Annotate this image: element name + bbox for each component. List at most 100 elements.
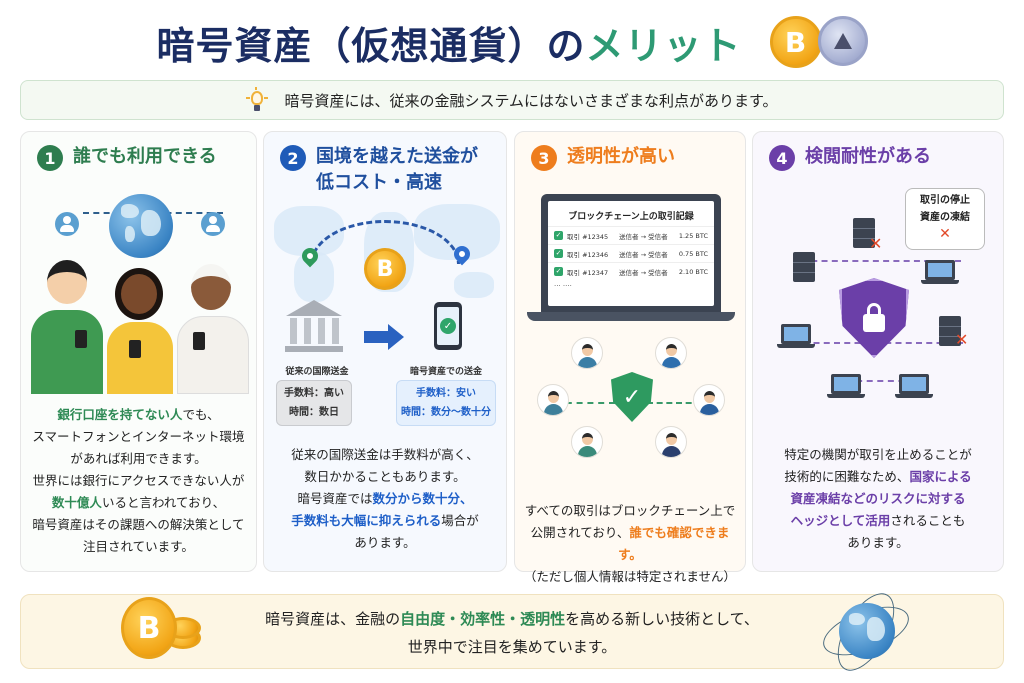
laptop-icon xyxy=(827,374,865,398)
number-badge: 1 xyxy=(37,145,63,171)
crypto-fee: 手数料：安い xyxy=(416,388,476,399)
card-description: 従来の国際送金は手数料が高く、 数日かかることもあります。 暗号資産では数分から… xyxy=(270,444,500,554)
network-link xyxy=(835,380,915,382)
bitcoin-symbol: B xyxy=(137,610,161,646)
text: （ただし個人情報は特定されません） xyxy=(523,569,737,584)
user-avatar-icon xyxy=(537,384,569,416)
number-badge: 3 xyxy=(531,145,557,171)
highlight: 数分から数十分、 xyxy=(372,491,473,506)
server-icon xyxy=(853,218,875,248)
network-link xyxy=(801,260,961,262)
traditional-cost-box: 手数料：高い 時間：数日 xyxy=(276,380,352,426)
laptop-icon: ブロックチェーン上の取引記録 ✓ 取引 #12345 送信者 → 受信者 1.2… xyxy=(541,194,721,312)
ledger-row: ✓ 取引 #12345 送信者 → 受信者 1.25 BTC xyxy=(548,226,714,244)
shield-check-icon: ✓ xyxy=(611,372,653,422)
tx-id: 取引 #12345 xyxy=(567,232,609,241)
text: でも、 xyxy=(182,407,220,422)
text: 場合が xyxy=(441,513,479,528)
speech-bubble: 取引の停止 資産の凍結 ✕ xyxy=(905,188,985,250)
number-badge: 2 xyxy=(280,145,306,171)
text-line: 従来の国際送金は手数料が高く、 xyxy=(270,444,500,466)
text-line: 注目されています。 xyxy=(27,536,250,558)
card-header: 2 国境を越えた送金が 低コスト・高速 xyxy=(280,144,498,196)
text: があれば利用できます。 xyxy=(70,451,207,466)
text: 数日かかることもあります。 xyxy=(304,469,466,484)
network-link xyxy=(555,402,615,404)
text-line: 数十億人いると言われており、 xyxy=(27,492,250,514)
text-line: 暗号資産では数分から数十分、 xyxy=(270,488,500,510)
ledger-title: ブロックチェーン上の取引記録 xyxy=(568,212,694,222)
footer-banner: B 暗号資産は、金融の自由度・効率性・透明性を高める新しい技術として、 世界中で… xyxy=(20,584,1004,680)
text-line: あります。 xyxy=(759,532,997,554)
card-description: 銀行口座を持てない人でも、 スマートフォンとインターネット環境 があれば利用でき… xyxy=(27,404,250,558)
ledger-row: ✓ 取引 #12347 送信者 → 受信者 2.10 BTC xyxy=(548,262,714,280)
bitcoin-coin-icon: B xyxy=(364,248,406,290)
blocked-x-icon: ✕ xyxy=(955,330,969,349)
traditional-fee: 手数料：高い xyxy=(284,388,344,399)
card-title: 透明性が高い xyxy=(567,146,675,167)
user-avatar-icon xyxy=(693,384,725,416)
number-badge: 4 xyxy=(769,145,795,171)
ethereum-coin-icon xyxy=(817,16,868,66)
user-avatar-icon xyxy=(571,426,603,458)
page-title-main: 暗号資産（仮想通貨）の xyxy=(156,23,586,68)
globe-icon xyxy=(839,603,895,659)
card-title-line1: 国境を越えた送金が xyxy=(316,146,478,167)
text-line: 特定の機関が取引を止めることが xyxy=(759,444,997,466)
text: されることも xyxy=(890,513,966,528)
highlight: 資産凍結などのリスクに対する xyxy=(790,491,966,506)
text: 暗号資産はその課題への解決策として xyxy=(32,517,245,532)
highlight: 手数料も大幅に抑えられる xyxy=(291,513,442,528)
padlock-icon xyxy=(863,303,885,333)
text-line: 資産凍結などのリスクに対する xyxy=(759,488,997,510)
bitcoin-symbol: B xyxy=(376,256,394,282)
user-avatar-icon xyxy=(655,337,687,369)
bitcoin-coin-icon: B xyxy=(769,16,822,68)
text: いると言われており、 xyxy=(101,495,226,510)
user-avatar-icon xyxy=(655,426,687,458)
header: 暗号資産（仮想通貨）のメリット B xyxy=(0,8,1024,76)
globe-orbit-icon xyxy=(816,584,916,680)
text-line: すべての取引はブロックチェーン上で xyxy=(521,500,739,522)
footer-line1: 暗号資産は、金融の自由度・効率性・透明性を高める新しい技術として、 xyxy=(21,605,1003,633)
crypto-time: 時間：数分〜数十分 xyxy=(401,407,491,418)
text-line: あります。 xyxy=(270,532,500,554)
footer-line2: 世界中で注目を集めています。 xyxy=(407,638,617,656)
server-icon xyxy=(793,252,815,282)
card-title-line2: 低コスト・高速 xyxy=(316,172,442,193)
card-header: 1 誰でも利用できる xyxy=(37,144,248,171)
tx-flow: 送信者 → 受信者 xyxy=(619,268,668,277)
server-icon xyxy=(939,316,961,346)
traditional-label: 従来の国際送金 xyxy=(285,367,349,377)
smartphone-icon: ✓ xyxy=(434,302,462,350)
text-line: ヘッジとして活用されることも xyxy=(759,510,997,532)
title-coins: B xyxy=(769,16,868,68)
tx-id: 取引 #12347 xyxy=(567,268,609,277)
tx-amount: 2.10 BTC xyxy=(678,267,708,276)
text: 従来の国際送金は手数料が高く、 xyxy=(291,447,479,462)
check-icon: ✓ xyxy=(440,318,456,334)
laptop-icon xyxy=(777,324,815,348)
checkbox-checked-icon: ✓ xyxy=(554,231,563,240)
blocked-x-icon: ✕ xyxy=(939,226,951,242)
text: 注目されています。 xyxy=(83,539,194,554)
bank-icon xyxy=(285,300,343,352)
text-line: 公開されており、誰でも確認できます。 xyxy=(521,522,739,566)
text: 暗号資産では xyxy=(297,491,373,506)
card-header: 3 透明性が高い xyxy=(531,144,737,171)
blockchain-ledger: ブロックチェーン上の取引記録 ✓ 取引 #12345 送信者 → 受信者 1.2… xyxy=(548,201,714,306)
ledger-more: ··· ···· xyxy=(554,282,572,290)
user-icon xyxy=(201,212,225,236)
lightbulb-icon xyxy=(246,87,269,113)
text-line: 数日かかることもあります。 xyxy=(270,466,500,488)
card-title: 検閲耐性がある xyxy=(805,146,931,167)
card-title: 誰でも利用できる xyxy=(73,146,217,167)
text: 世界には銀行にアクセスできない人が xyxy=(32,473,245,488)
text: スマートフォンとインターネット環境 xyxy=(32,429,245,444)
text: 公開されており、 xyxy=(530,525,630,540)
card-accessibility: 1 誰でも利用できる 銀行口座を持てない人でも xyxy=(20,131,257,572)
card-title: 国境を越えた送金が 低コスト・高速 xyxy=(316,144,478,196)
highlight: 誰でも確認できます。 xyxy=(618,525,730,562)
bitcoin-coin-icon: B xyxy=(121,597,177,659)
blocked-x-icon: ✕ xyxy=(869,234,883,253)
